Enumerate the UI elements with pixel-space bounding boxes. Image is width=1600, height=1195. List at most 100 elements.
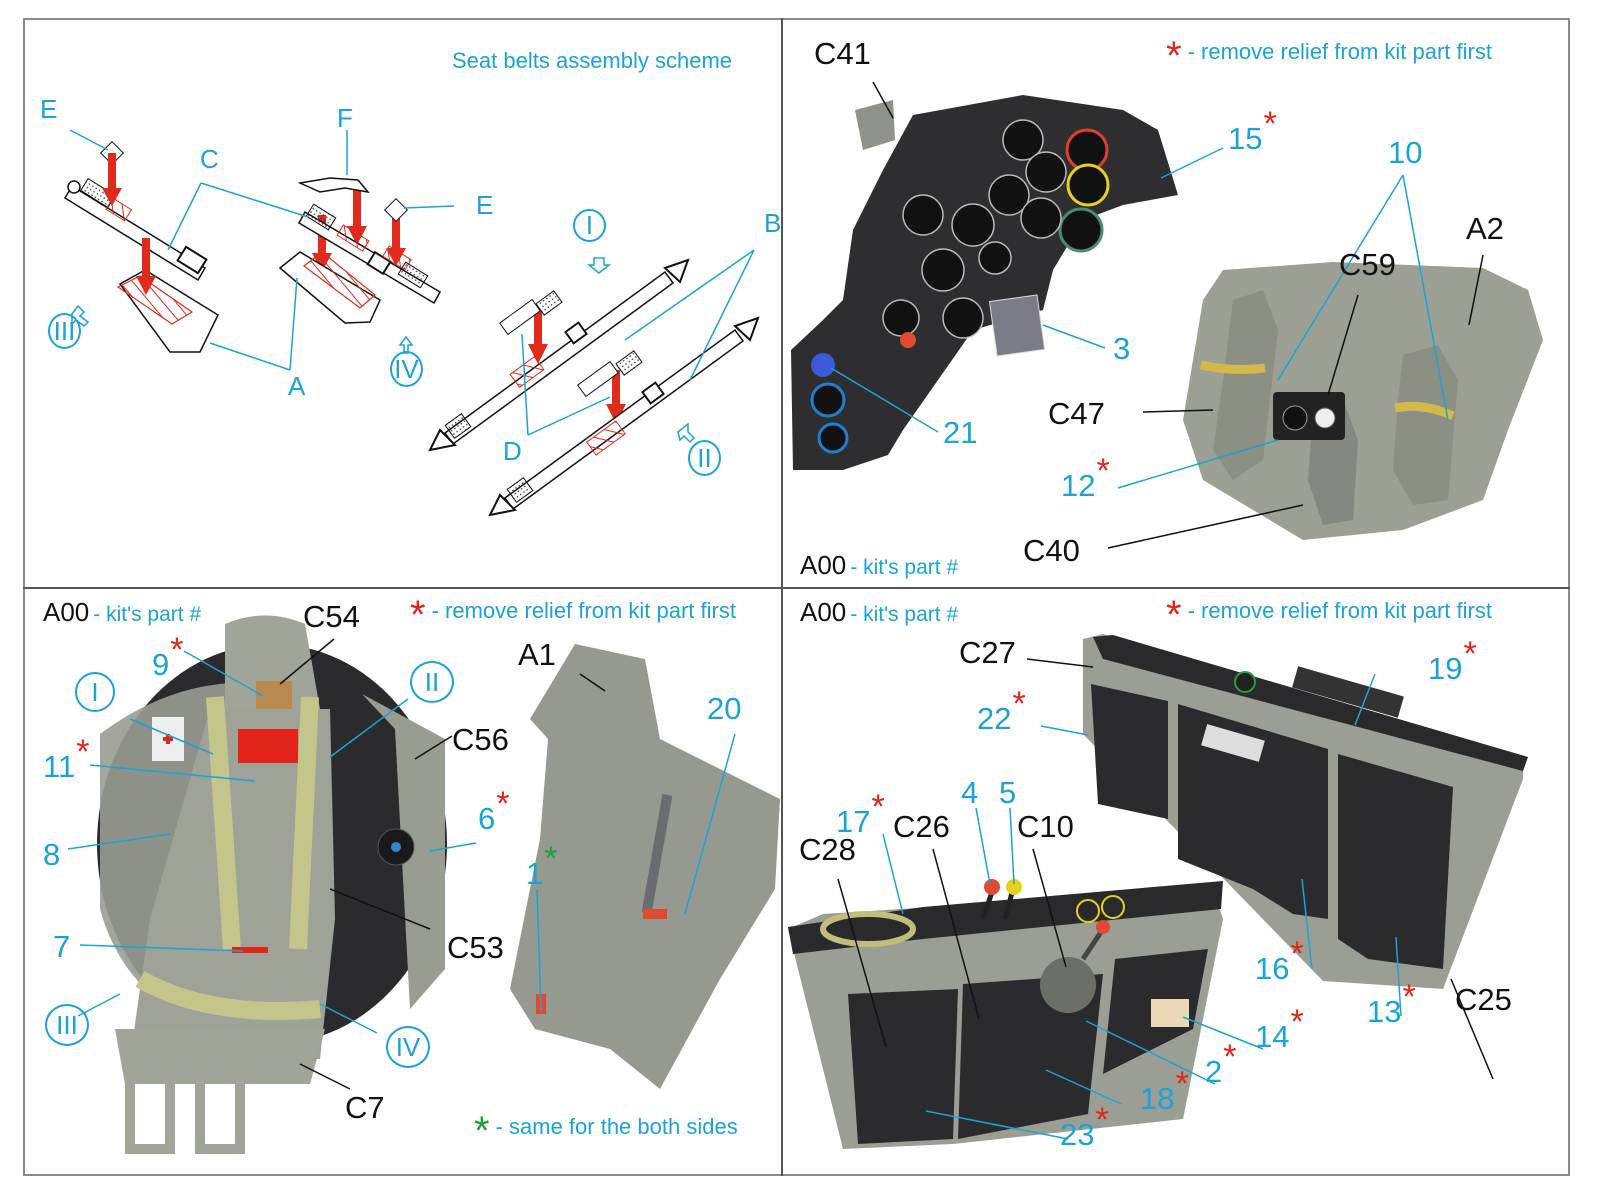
instrument-panel: [791, 95, 1178, 470]
panel-22: [1091, 684, 1168, 819]
pe-label-23: 23*: [1060, 1101, 1109, 1152]
pedal-strap-left: [1200, 360, 1266, 374]
kit-label-c10: C10: [1017, 809, 1074, 844]
kit-label-c47: C47: [1048, 396, 1105, 431]
kit-label-c25: C25: [1455, 982, 1512, 1017]
horizontal-divider: [23, 587, 1570, 589]
kit-label-c54: C54: [303, 599, 360, 634]
warning-placard-11: [238, 729, 298, 763]
pe-label-11: 11*: [43, 733, 90, 784]
legend-kits-part: A00- kit's part #: [43, 597, 202, 627]
label-e-left: E: [40, 94, 58, 124]
consoles-render: [788, 634, 1528, 1149]
instrument-panel-render: [791, 81, 1543, 549]
leader-lines-q1: [69, 129, 755, 436]
pe-label-3: 3: [1113, 331, 1131, 366]
pe-label-17: 17*: [836, 788, 885, 839]
pe-label-8: 8: [43, 837, 61, 872]
pe-label-5: 5: [999, 775, 1017, 810]
pe-label-19: 19*: [1428, 635, 1477, 686]
seat-render: [67, 615, 780, 1154]
side-consoles-section: A00- kit's part # *- remove relief from …: [783, 589, 1570, 1176]
kit-label-c41: C41: [814, 36, 871, 71]
part-f-buckle: [297, 177, 370, 194]
pe-label-21: 21: [943, 415, 978, 450]
seat-section: A00- kit's part # *- remove relief from …: [0, 589, 781, 1176]
kit-label-c56: C56: [452, 722, 509, 757]
part-e-right: [383, 197, 409, 223]
roman-ii: II: [410, 661, 454, 703]
panel-18: [958, 974, 1103, 1139]
kit-label-c28: C28: [799, 832, 856, 867]
side-panel-a1: [510, 644, 780, 1089]
switch-row-19: [1292, 666, 1404, 718]
headrest-c54: [225, 615, 320, 709]
c41-block: [855, 100, 895, 150]
pe-label-1: 1*: [526, 840, 558, 891]
pedal-right: [1393, 345, 1458, 505]
panel-16: [1178, 704, 1328, 919]
label-b: B: [764, 208, 782, 238]
belt-c-left: [63, 177, 208, 282]
pe-label-20: 20: [707, 691, 742, 726]
kit-label-c40: C40: [1023, 533, 1080, 568]
panel-13: [1338, 754, 1453, 969]
sheet-frame: [23, 18, 1570, 1176]
handle-20: [641, 794, 673, 914]
kit-label-a1: A1: [518, 637, 556, 672]
part-a-right: [278, 251, 381, 324]
pedal-left-c47: [1213, 290, 1278, 480]
roman-iv: IV: [386, 1026, 430, 1068]
belt-c-right: [297, 203, 442, 305]
pe-label-9: 9*: [152, 631, 184, 682]
green-star-icon: *: [474, 1109, 490, 1153]
red-star-icon: *: [1166, 34, 1182, 78]
label-a: A: [288, 371, 306, 401]
dial-2: [1040, 957, 1096, 1013]
tag-7: [232, 947, 268, 953]
kit-label-c27: C27: [959, 635, 1016, 670]
belt-b-lower: [488, 316, 760, 517]
legend-remove-relief: *- remove relief from kit part first: [1166, 593, 1492, 637]
red-star-icon: *: [1166, 593, 1182, 637]
pe-label-16: 16*: [1255, 935, 1304, 986]
cyan-leaders-q3: [67, 650, 736, 1034]
roman-ii: II: [688, 440, 721, 476]
blue-knob: [811, 353, 835, 377]
legend-kits-part: A00- kit's part #: [800, 550, 959, 580]
pe-label-2: 2*: [1205, 1038, 1237, 1089]
belt-b-upper: [428, 258, 690, 452]
red-button: [900, 332, 916, 348]
vertical-divider: [781, 18, 783, 1176]
belt-drawings: [63, 129, 760, 517]
pe-label-14: 14*: [1255, 1003, 1304, 1054]
black-leaders-q2: [872, 81, 1484, 549]
cyan-leaders-q4: [882, 673, 1402, 1140]
part-a-left: [116, 269, 219, 353]
pe-label-22: 22*: [977, 685, 1026, 736]
kit-label-a2: A2: [1466, 211, 1504, 246]
kit-label-c59: C59: [1339, 247, 1396, 282]
legend-remove-relief: *- remove relief from kit part first: [1166, 34, 1492, 78]
seat-bottom-c7: [115, 1029, 325, 1084]
roman-iv: IV: [390, 351, 423, 387]
black-leaders-q3: [279, 638, 606, 1090]
seat-belts-scheme-panel: Seat belts assembly scheme: [0, 0, 781, 587]
black-leaders-q4: [837, 658, 1494, 1080]
legend-remove-relief: *- remove relief from kit part first: [410, 593, 736, 637]
coil-17: [820, 911, 916, 947]
kit-label-c53: C53: [447, 930, 504, 965]
pe-label-18: 18*: [1140, 1065, 1189, 1116]
roman-i: I: [75, 672, 115, 712]
hollow-arrows: [71, 257, 696, 444]
pe-label-7: 7: [53, 929, 71, 964]
pe-label-4: 4: [961, 775, 979, 810]
pe-label-10: 10: [1388, 135, 1423, 170]
pe-label-12: 12*: [1061, 452, 1110, 503]
legend-same-both-sides: *- same for the both sides: [474, 1109, 738, 1153]
kit-label-c26: C26: [893, 809, 950, 844]
roman-iii: III: [45, 1004, 89, 1046]
panel-23: [848, 989, 958, 1144]
label-c: C: [200, 144, 219, 174]
pe-label-15: 15*: [1228, 105, 1277, 156]
